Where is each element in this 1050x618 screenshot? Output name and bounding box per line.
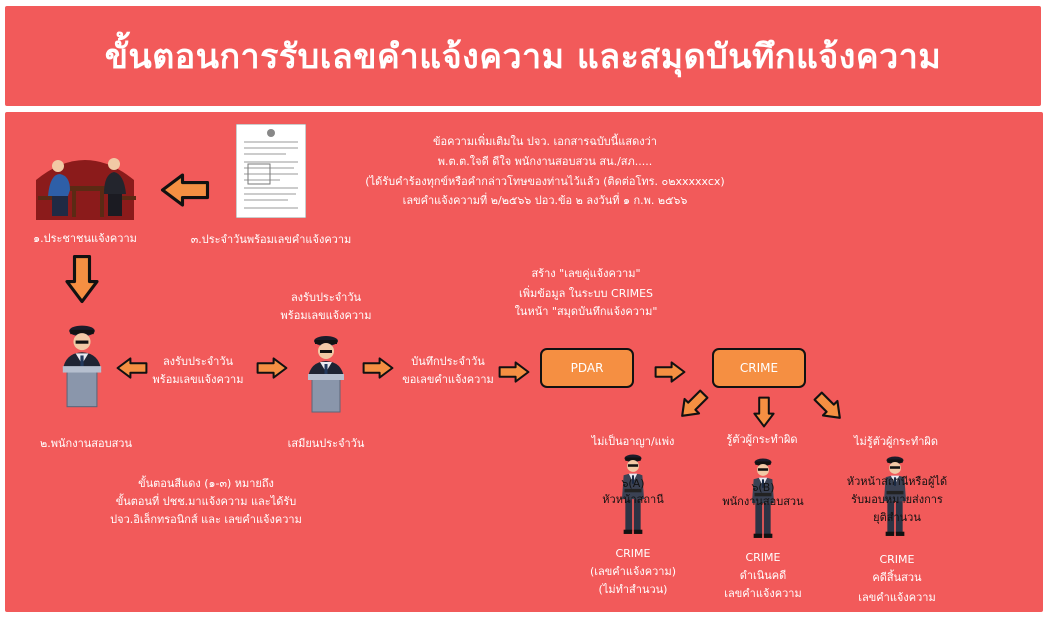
note-line: (ได้รับคำร้องทุกข์หรือคำกล่าวโทษของท่านไ… [365, 175, 725, 188]
page-title: ขั้นตอนการรับเลขคำแจ้งความ และสมุดบันทึก… [104, 37, 942, 77]
investigator-label: ๒.พนักงานสอบสวน [40, 437, 132, 450]
arrow-to-clerk [256, 356, 288, 380]
log-line: ขอเลขคำแจ้งความ [402, 373, 494, 386]
branch-heading: ไม่รู้ตัวผู้กระทำผิด [854, 435, 938, 448]
branch-result-line: ดำเนินคดี [739, 569, 787, 582]
branch-result-line: CRIME [745, 551, 781, 564]
citizen-label: ๑.ประชาชนแจ้งความ [33, 232, 137, 245]
title-band: ขั้นตอนการรับเลขคำแจ้งความ และสมุดบันทึก… [5, 6, 1041, 106]
arrow-to-crime [654, 360, 686, 384]
branch-result-line: เลขคำแจ้งความ [858, 591, 936, 604]
create-line: เพิ่มข้อมูล ในระบบ CRIMES [518, 287, 654, 300]
branch-officer-line: หัวหน้าสถานีหรือผู้ได้ [846, 475, 948, 488]
create-line: สร้าง "เลขคู่แจ้งความ" [531, 267, 641, 280]
branch-result-line: คดีสิ้นสวน [872, 571, 922, 584]
investigator-icon [62, 324, 102, 408]
branch-badge: ๖(A) [621, 477, 645, 490]
clerk-icon [307, 335, 345, 413]
note-line: พ.ต.ต.ใจดี ดีใจ พนักงานสอบสวน สน./สภ....… [437, 155, 653, 168]
arrow-to-citizen [160, 172, 210, 208]
crime-box[interactable]: CRIME [712, 348, 806, 388]
record-top-line: พร้อมเลขแจ้งความ [280, 309, 372, 322]
branch-heading: ไม่เป็นอาญา/แพ่ง [591, 435, 675, 448]
branch-officer: พนักงานสอบสวน [722, 495, 804, 508]
note-line: ข้อความเพิ่มเติมใน ปจว. เอกสารฉบับนี้แสด… [433, 135, 657, 148]
branch-result-line: (เลขคำแจ้งความ) [589, 565, 676, 578]
pdar-box[interactable]: PDAR [540, 348, 634, 388]
branch-result-line: (ไม่ทำสำนวน) [598, 583, 668, 596]
branch-heading: รู้ตัวผู้กระทำผิด [726, 433, 798, 446]
log-line: บันทึกประจำวัน [411, 355, 485, 368]
branch-badge: ๖(B) [751, 481, 775, 494]
branch-result-line: CRIME [879, 553, 915, 566]
create-line: ในหน้า "สมุดบันทึกแจ้งความ" [514, 305, 658, 318]
police-diary-document-icon [236, 124, 306, 218]
arrow-to-investigator [65, 254, 99, 304]
record-left-line: ลงรับประจำวัน [162, 355, 234, 368]
arrow-branch-center [750, 396, 778, 428]
branch-officer: หัวหน้าสถานี [602, 493, 664, 506]
red-steps-line: ขั้นตอนสีแดง (๑-๓) หมายถึง [138, 477, 274, 490]
diary-label: ๓.ประจำวันพร้อมเลขคำแจ้งความ [190, 233, 352, 246]
branch-officer-line: ยุติสำนวน [873, 511, 921, 524]
record-left-line: พร้อมเลขแจ้งความ [152, 373, 244, 386]
branch-officer-line: รับมอบหมายส่งการ [851, 493, 943, 506]
branch-result-line: เลขคำแจ้งความ [724, 587, 802, 600]
note-line: เลขคำแจ้งความที่ ๒/๒๕๖๖ ปอว.ข้อ ๒ ลงวันท… [402, 194, 688, 207]
record-top-line: ลงรับประจำวัน [290, 291, 362, 304]
red-steps-line: ปจว.อิเล็กทรอนิกส์ และ เลขคำแจ้งความ [110, 513, 302, 526]
clerk-label: เสมียนประจำวัน [287, 437, 365, 450]
branch-result-line: CRIME [615, 547, 651, 560]
red-steps-line: ขั้นตอนที่ ปชช.มาแจ้งความ และได้รับ [115, 495, 297, 508]
arrow-to-pdar [498, 360, 530, 384]
citizen-report-icon [36, 158, 136, 220]
